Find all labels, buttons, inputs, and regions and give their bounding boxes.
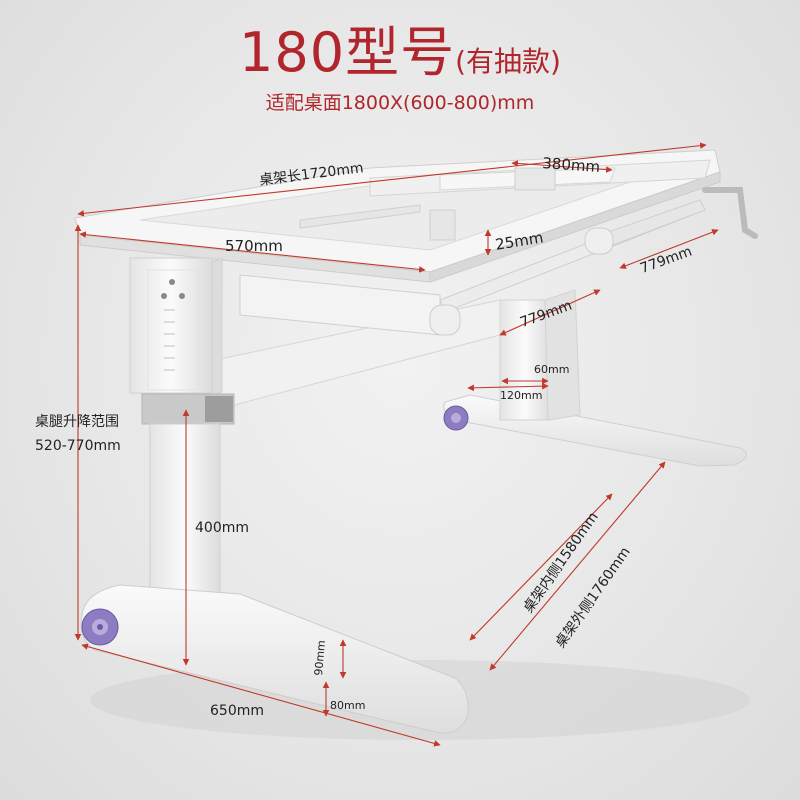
label-post-width: 60mm xyxy=(534,363,570,376)
crank-handle-icon xyxy=(702,187,758,239)
label-frame-depth: 570mm xyxy=(225,237,283,255)
label-leg-height: 400mm xyxy=(195,520,249,536)
model-title: 180型号 xyxy=(239,21,456,84)
label-foot-length: 650mm xyxy=(210,703,264,719)
label-foot-base: 80mm xyxy=(330,699,366,712)
drawer xyxy=(239,274,441,336)
page-title: 180型号(有抽款) xyxy=(0,8,800,87)
dimension-lines xyxy=(74,142,719,747)
back-foot xyxy=(443,394,747,467)
subtitle: 适配桌面1800X(600-800)mm xyxy=(265,92,535,114)
label-foot-width: 120mm xyxy=(500,389,543,402)
label-leg-range-title: 桌腿升降范围 xyxy=(35,414,119,430)
label-leg-range-value: 520-770mm xyxy=(35,438,121,454)
model-title-suffix: (有抽款) xyxy=(455,45,561,78)
front-leg xyxy=(129,257,235,595)
